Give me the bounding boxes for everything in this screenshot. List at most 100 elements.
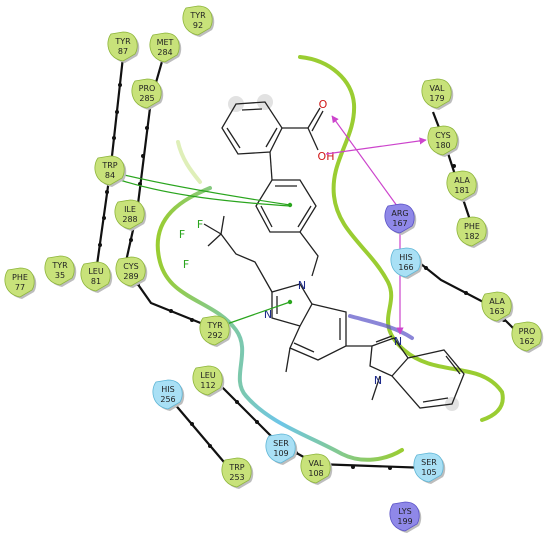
residue-shape xyxy=(199,315,230,346)
residue-shape xyxy=(265,433,296,464)
atom-labels: O OH F F F N N N N xyxy=(179,98,402,387)
residue-number: 182 xyxy=(464,232,479,241)
residue-number: 109 xyxy=(273,449,288,458)
residue-number: 84 xyxy=(105,171,115,180)
pocket-outline xyxy=(155,55,505,462)
pi-stacking-tyr292 xyxy=(217,301,291,330)
residue-shape xyxy=(421,78,452,109)
residue-name: ILE xyxy=(124,205,136,214)
residue-name: SER xyxy=(273,439,289,448)
interactions xyxy=(119,115,427,335)
residue-name: TRP xyxy=(101,161,117,170)
residue-shape xyxy=(131,78,162,109)
residue-number: 163 xyxy=(489,307,504,316)
residue-shape xyxy=(481,291,512,322)
residue-name: TYR xyxy=(114,37,131,46)
residue-shape xyxy=(384,203,415,234)
atom-f1: F xyxy=(197,218,203,231)
residue-name: SER xyxy=(421,458,437,467)
residue-shape xyxy=(114,199,145,230)
atom-n1: N xyxy=(298,279,306,292)
residue-name: TYR xyxy=(51,261,68,270)
hbond-oh-cys180 xyxy=(325,137,427,155)
residue-shape xyxy=(94,155,125,186)
residue-name: HIS xyxy=(161,385,174,394)
residue-name: HIS xyxy=(399,253,412,262)
residue-number: 292 xyxy=(207,331,222,340)
residue-number: 179 xyxy=(429,94,444,103)
residue-shape xyxy=(107,31,138,62)
residue-number: 112 xyxy=(200,381,215,390)
residue-shape xyxy=(511,321,542,352)
residue-name: ALA xyxy=(489,297,505,306)
residue-name: MET xyxy=(157,38,174,47)
pi-stacking-trp84-2 xyxy=(119,179,291,207)
ligand-structure xyxy=(203,94,465,411)
residue-number: 167 xyxy=(392,219,407,228)
residue-number: 105 xyxy=(421,468,436,477)
residue-name: ARG xyxy=(391,209,408,218)
residue-shape xyxy=(192,365,223,396)
residue-shape xyxy=(152,379,183,410)
residue-shape xyxy=(300,453,331,484)
residue-shape xyxy=(4,267,35,298)
residue-number: 199 xyxy=(397,517,412,526)
residue-name: ALA xyxy=(454,176,470,185)
residue-name: LEU xyxy=(200,371,216,380)
residue-number: 81 xyxy=(91,277,101,286)
residue-name: LEU xyxy=(88,267,104,276)
atom-f2: F xyxy=(179,228,185,241)
residue-number: 92 xyxy=(193,21,203,30)
atom-n-bzim-bottom: N xyxy=(374,374,382,387)
atom-f3: F xyxy=(183,258,189,271)
atom-n-bzim-top: N xyxy=(394,335,402,348)
residue-shape xyxy=(456,216,487,247)
residue-number: 35 xyxy=(55,271,65,280)
residue-shape xyxy=(182,5,213,36)
residue-number: 108 xyxy=(308,469,323,478)
residue-number: 288 xyxy=(122,215,137,224)
residue-name: LYS xyxy=(398,507,411,516)
atom-o-carbonyl: O xyxy=(319,98,328,111)
residue-number: 166 xyxy=(398,263,413,272)
residue-shape xyxy=(413,452,444,483)
residue-name: PRO xyxy=(519,327,536,336)
residue-shape xyxy=(389,501,420,532)
residue-name: VAL xyxy=(430,84,445,93)
residue-shape xyxy=(221,457,252,488)
residue-shape xyxy=(80,261,111,292)
residue-number: 162 xyxy=(519,337,534,346)
residue-name: TYR xyxy=(206,321,223,330)
residue-name: TYR xyxy=(189,11,206,20)
residue-number: 77 xyxy=(15,283,25,292)
residue-number: 181 xyxy=(454,186,469,195)
residue-number: 87 xyxy=(118,47,128,56)
residue-name: VAL xyxy=(309,459,324,468)
residue-name: CYS xyxy=(123,262,138,271)
residue-shape xyxy=(44,255,75,286)
residue-shape xyxy=(390,247,421,278)
residue-name: TRP xyxy=(228,463,244,472)
